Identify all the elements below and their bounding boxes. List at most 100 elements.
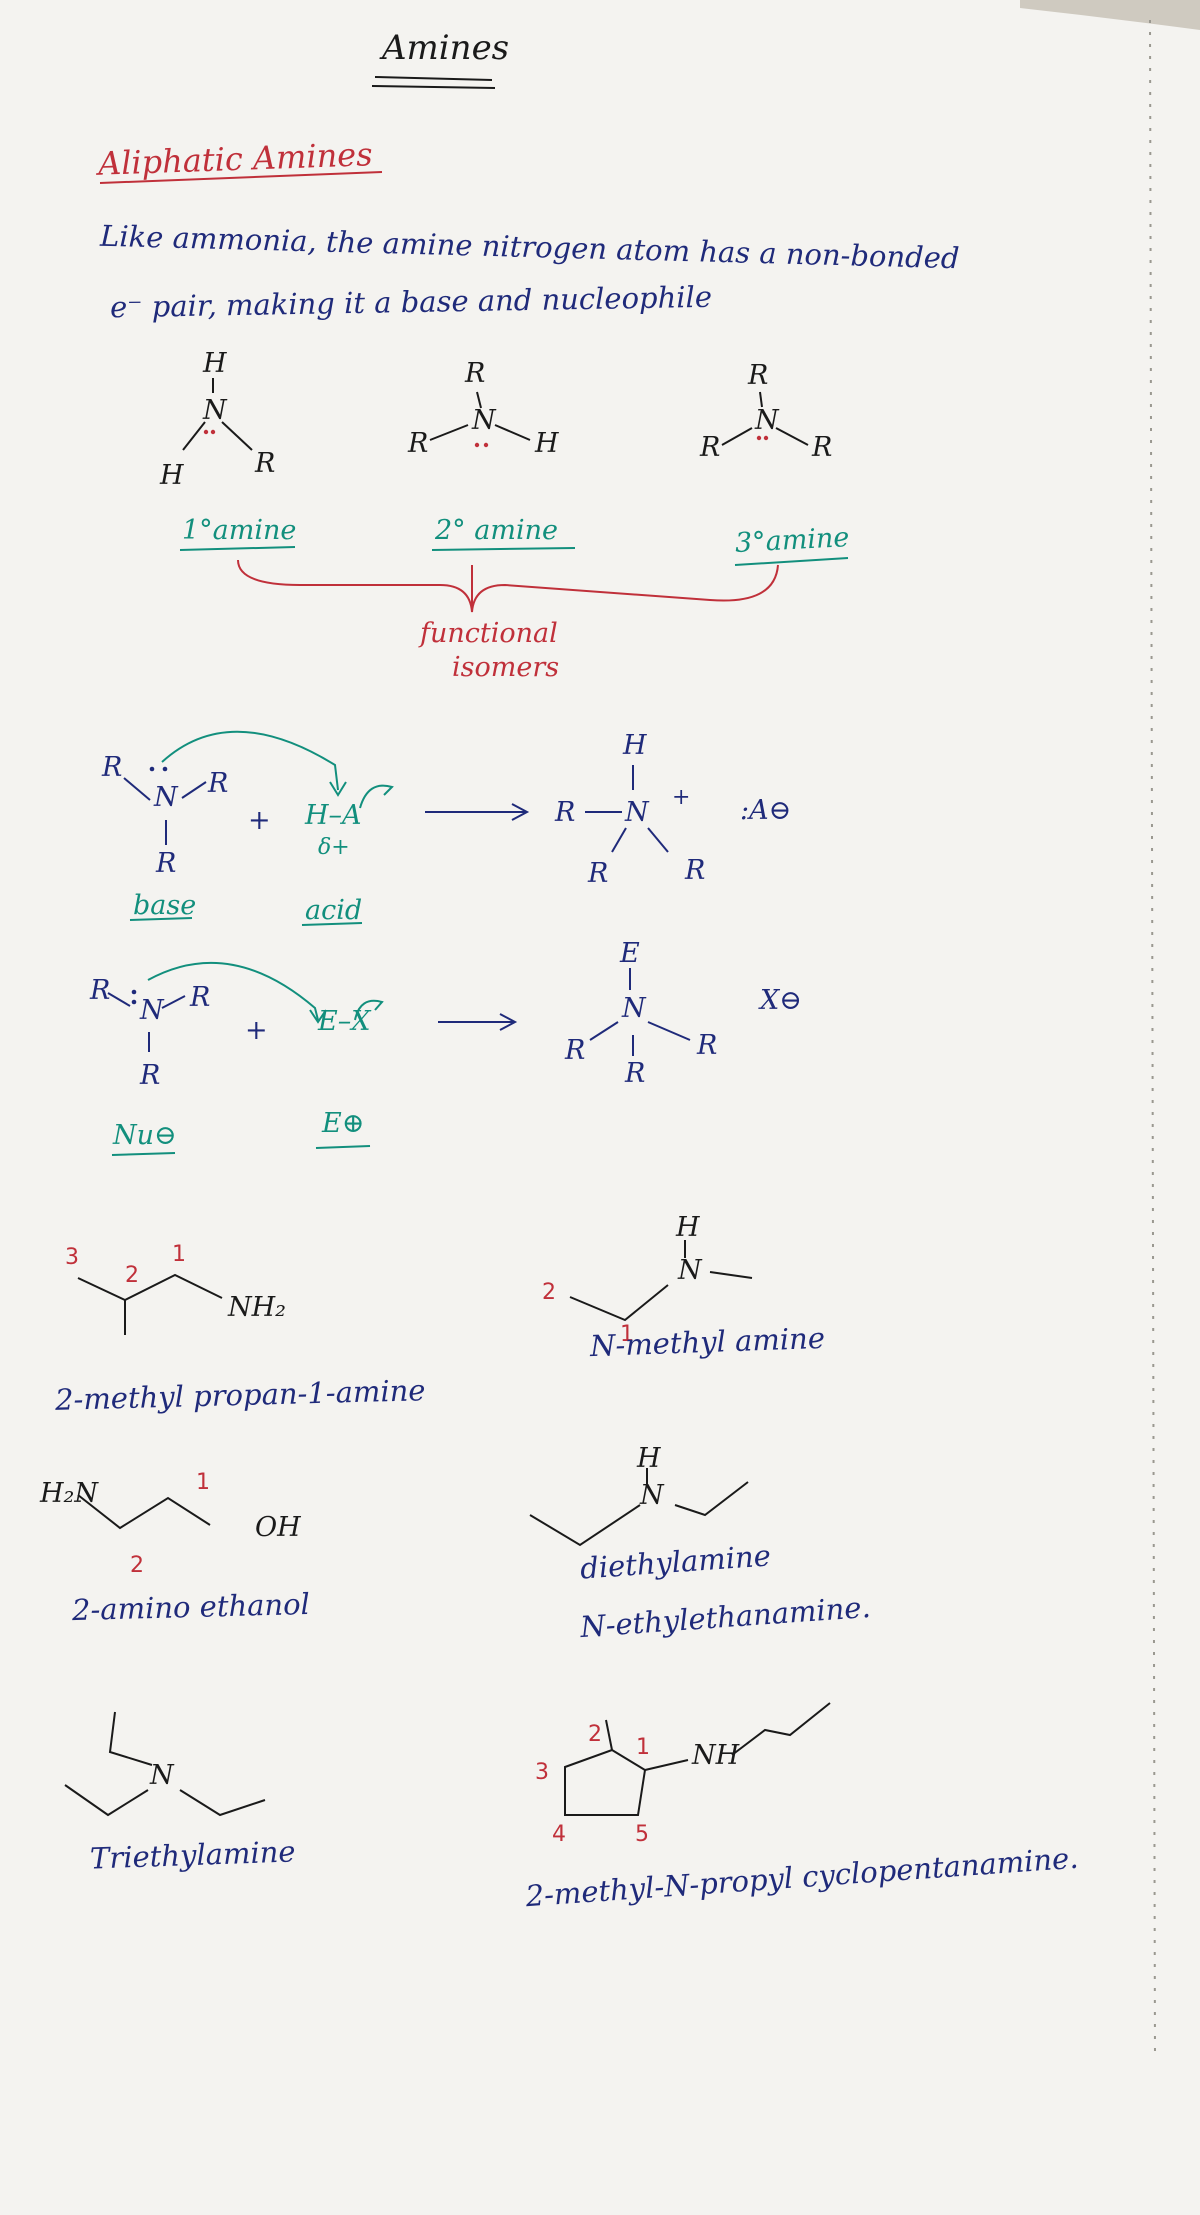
- ex5-name: Triethylamine: [89, 1834, 297, 1876]
- nu-prod-n: N: [622, 993, 646, 1024]
- nu-curved-arrow: [147, 961, 319, 1021]
- ex4-n: N: [640, 1480, 664, 1511]
- methylamine-skeleton: [569, 1284, 669, 1322]
- secondary-r-left: R: [408, 428, 429, 459]
- acid-base-arrowhead: [329, 781, 347, 797]
- margin-line: [1149, 19, 1156, 2061]
- nu-product-bonds: [589, 968, 691, 1056]
- methylamine-methyl: [709, 1271, 753, 1279]
- acid-base-curved-arrow: [161, 730, 339, 791]
- tertiary-amine-label: 3°amine: [734, 522, 851, 559]
- secondary-r-top: R: [465, 358, 486, 389]
- diethylamine-right: [674, 1481, 749, 1517]
- diethylamine-left: [529, 1504, 641, 1547]
- torn-corner: [1020, 0, 1200, 30]
- ex5-n: N: [150, 1760, 174, 1791]
- ab-counter-ion: :A⊖: [740, 795, 792, 826]
- base-label: base: [133, 890, 197, 921]
- nu-n: N: [140, 995, 164, 1026]
- tertiary-r-top: R: [748, 360, 769, 391]
- ex3-name: 2-amino ethanol: [71, 1586, 311, 1628]
- nu-underline: [111, 1152, 176, 1156]
- ex3-locant-1: 1: [196, 1470, 210, 1495]
- title-underline-2: [371, 85, 496, 89]
- nu-prod-r-bottom: R: [625, 1058, 646, 1089]
- ex3-group-left: H₂N: [40, 1478, 98, 1509]
- secondary-amine-bonds: [429, 391, 531, 441]
- nu-label: Nu⊖: [113, 1120, 177, 1151]
- functional-label: functional: [420, 618, 558, 649]
- acid-base-amine-bonds: [123, 777, 207, 845]
- acid-base-reaction-arrowhead: [511, 803, 530, 821]
- nu-reagent: E–X: [318, 1006, 371, 1037]
- ex6-locant-3: 3: [535, 1760, 549, 1785]
- ab-r-1: R: [102, 752, 123, 783]
- acid-base-lone-pair: [149, 766, 168, 772]
- tertiary-amine-bonds: [721, 391, 809, 446]
- cyclopentanamine-ring: [564, 1702, 831, 1816]
- nu-reaction-arrowhead: [499, 1013, 518, 1031]
- ex6-locant-2: 2: [588, 1722, 602, 1747]
- nu-amine-bonds: [107, 992, 186, 1052]
- aminoethanol-oh-bond: [210, 1525, 250, 1528]
- acid-label: acid: [305, 895, 363, 926]
- triethylamine-skeleton: [64, 1711, 266, 1817]
- nu-prod-e: E: [620, 938, 640, 969]
- aminoethanol-skeleton: [77, 1494, 211, 1530]
- primary-amine-label: 1°amine: [182, 515, 297, 546]
- nu-arrowhead: [309, 1009, 327, 1024]
- acid-base-bond-arrow: [359, 784, 394, 809]
- nu-plus: +: [245, 1015, 268, 1046]
- ex2-h: H: [676, 1212, 700, 1243]
- ex6-locant-4: 4: [552, 1822, 566, 1847]
- primary-h-top: H: [203, 348, 227, 379]
- ammonium-bonds: [585, 765, 669, 853]
- nu-counter-ion: X⊖: [760, 985, 802, 1016]
- secondary-n: N: [472, 405, 496, 436]
- tertiary-underline: [734, 557, 849, 566]
- ab-prod-n: N: [625, 797, 649, 828]
- primary-r: R: [255, 448, 276, 479]
- primary-h-left: H: [160, 460, 184, 491]
- ex3-locant-2: 2: [130, 1553, 144, 1578]
- secondary-underline: [431, 547, 576, 551]
- tertiary-lone-pair: [756, 435, 769, 441]
- ab-n: N: [154, 782, 178, 813]
- ex6-nh: NH: [692, 1740, 740, 1771]
- ex2-locant-2: 2: [542, 1280, 556, 1305]
- ex1-locant-1: 1: [172, 1242, 186, 1267]
- ab-prod-r-bl: R: [588, 858, 609, 889]
- ab-prod-h: H: [623, 730, 647, 761]
- ab-prod-r-br: R: [685, 855, 706, 886]
- primary-underline: [179, 546, 296, 551]
- ab-prod-plus: +: [672, 785, 691, 810]
- primary-amine-bonds: [182, 378, 253, 451]
- ab-reagent: H–A: [305, 800, 362, 831]
- ab-prod-r-left: R: [555, 797, 576, 828]
- acid-underline: [301, 922, 363, 926]
- nu-prod-r-left: R: [565, 1035, 586, 1066]
- secondary-h: H: [535, 428, 559, 459]
- nu-r-2: R: [190, 982, 211, 1013]
- tertiary-r-left: R: [700, 432, 721, 463]
- secondary-amine-label: 2° amine: [435, 515, 558, 546]
- tertiary-n: N: [755, 405, 779, 436]
- primary-n: N: [203, 395, 227, 426]
- ab-plus: +: [248, 805, 271, 836]
- ex3-group-right: OH: [255, 1512, 301, 1543]
- ab-partial-charge: δ+: [318, 835, 350, 860]
- nu-lone-pair: [131, 989, 137, 1005]
- primary-lone-pair: [203, 429, 216, 435]
- methylpropanamine-skeleton: [77, 1273, 223, 1302]
- ex2-locant-1: 1: [620, 1322, 634, 1347]
- ex1-locant-3: 3: [65, 1245, 79, 1270]
- e-underline: [315, 1145, 371, 1149]
- ex1-locant-2: 2: [125, 1263, 139, 1288]
- nu-r-3: R: [140, 1060, 161, 1091]
- e-label: E⊕: [322, 1108, 365, 1139]
- heading-underline: [99, 171, 383, 184]
- ex6-locant-1: 1: [636, 1735, 650, 1760]
- ex4-h: H: [637, 1443, 661, 1474]
- ab-r-2: R: [208, 768, 229, 799]
